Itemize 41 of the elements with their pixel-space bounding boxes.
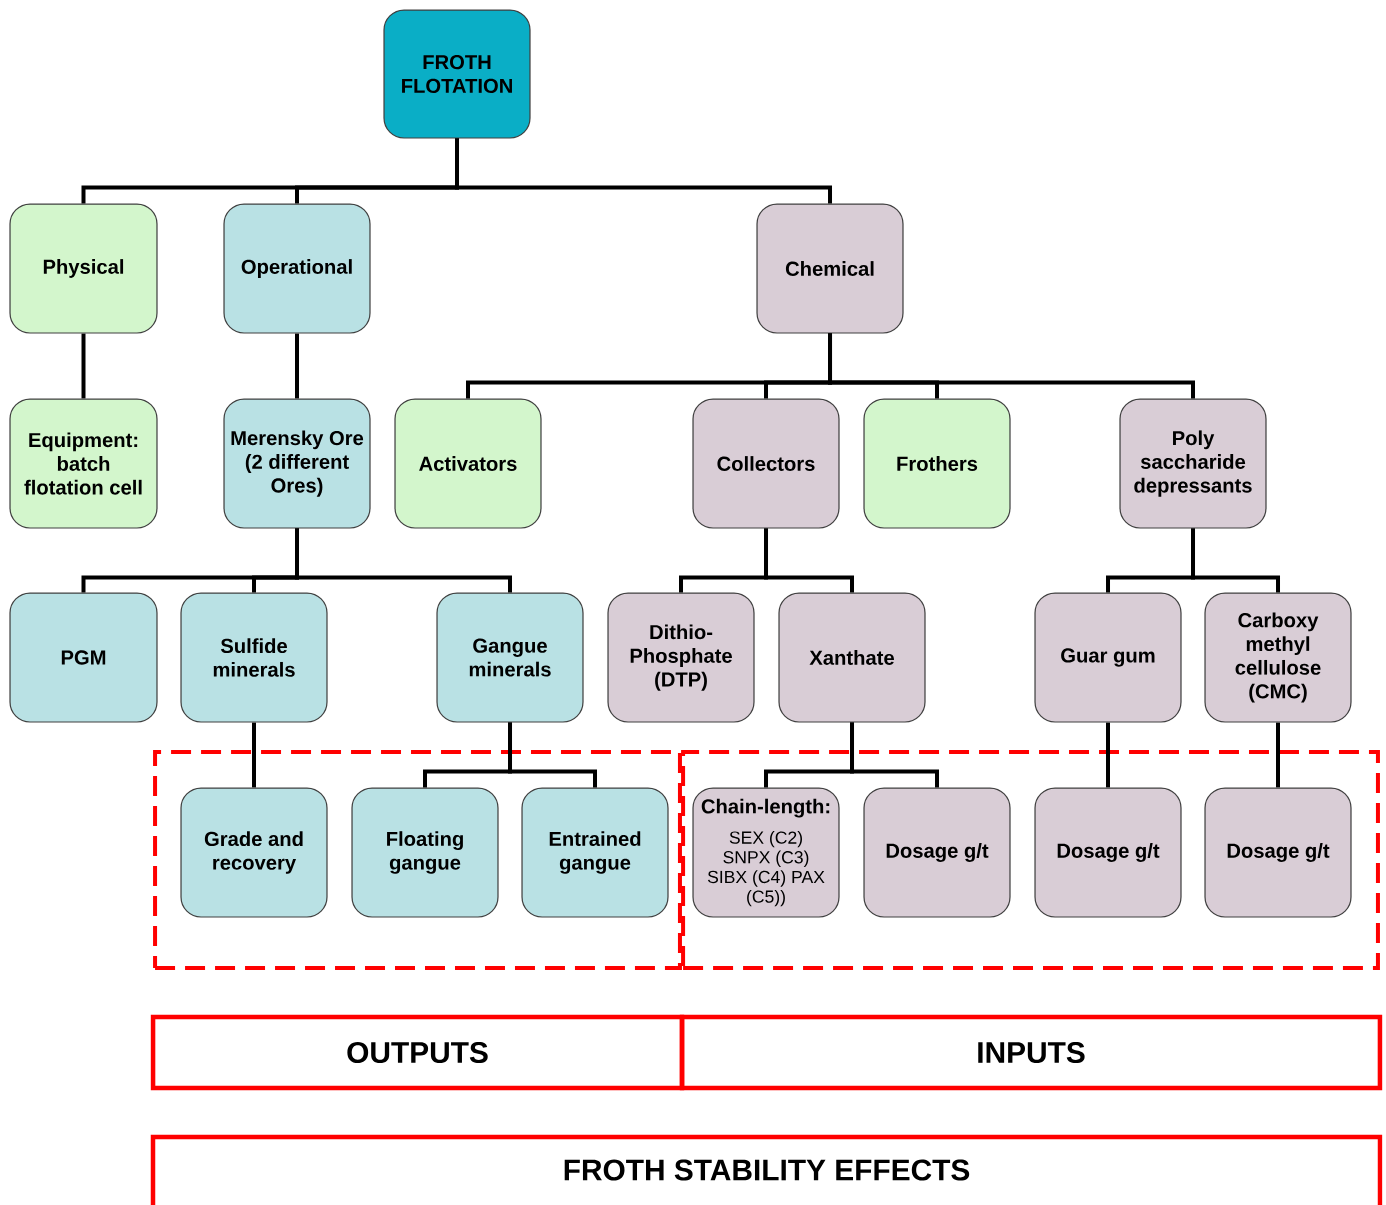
dashed-frame [681, 750, 1380, 970]
category-box: Gangue minerals [436, 592, 584, 723]
category-box: Poly saccharide depressants [1119, 398, 1267, 529]
connector [295, 528, 512, 593]
category-box: Dosage g/t [1204, 787, 1352, 918]
connector [850, 722, 939, 788]
label-box: FROTH STABILITY EFFECTS [150, 1134, 1383, 1205]
category-box: Dosage g/t [1034, 787, 1182, 918]
connector [252, 722, 256, 788]
label-box: INPUTS [679, 1014, 1383, 1091]
connector [828, 333, 1195, 399]
label-box: OUTPUTS [150, 1014, 685, 1091]
category-box: Physical [9, 203, 158, 334]
connector [1106, 722, 1110, 788]
category-box: Xanthate [778, 592, 926, 723]
category-box: Entrained gangue [521, 787, 669, 918]
category-box: Equipment: batch flotation cell [9, 398, 158, 529]
connector [455, 138, 832, 204]
connector [1191, 528, 1280, 593]
connector [508, 722, 597, 788]
connector [1276, 722, 1280, 788]
category-box: Merensky Ore (2 different Ores) [223, 398, 371, 529]
category-box: Activators [394, 398, 542, 529]
category-box: Sulfide minerals [180, 592, 328, 723]
category-box: Grade and recovery [180, 787, 328, 918]
category-box: Floating gangue [351, 787, 499, 918]
connector [81, 333, 86, 399]
connector [764, 528, 854, 593]
category-box: Operational [223, 203, 371, 334]
category-box: Dithio-Phosphate (DTP) [607, 592, 755, 723]
category-box: FROTH FLOTATION [383, 9, 531, 139]
category-box: Chain-length: SEX (C2) SNPX (C3) SIBX (C4) PAX (C5)) [692, 787, 840, 918]
category-box: PGM [9, 592, 158, 723]
category-box: Collectors [692, 398, 840, 529]
dashed-frame [153, 750, 682, 970]
category-box: Carboxy methyl cellulose (CMC) [1204, 592, 1352, 723]
category-box: Guar gum [1034, 592, 1182, 723]
connector [295, 333, 299, 399]
category-box: Frothers [863, 398, 1011, 529]
category-box: Dosage g/t [863, 787, 1011, 918]
category-box: Chemical [756, 203, 904, 334]
